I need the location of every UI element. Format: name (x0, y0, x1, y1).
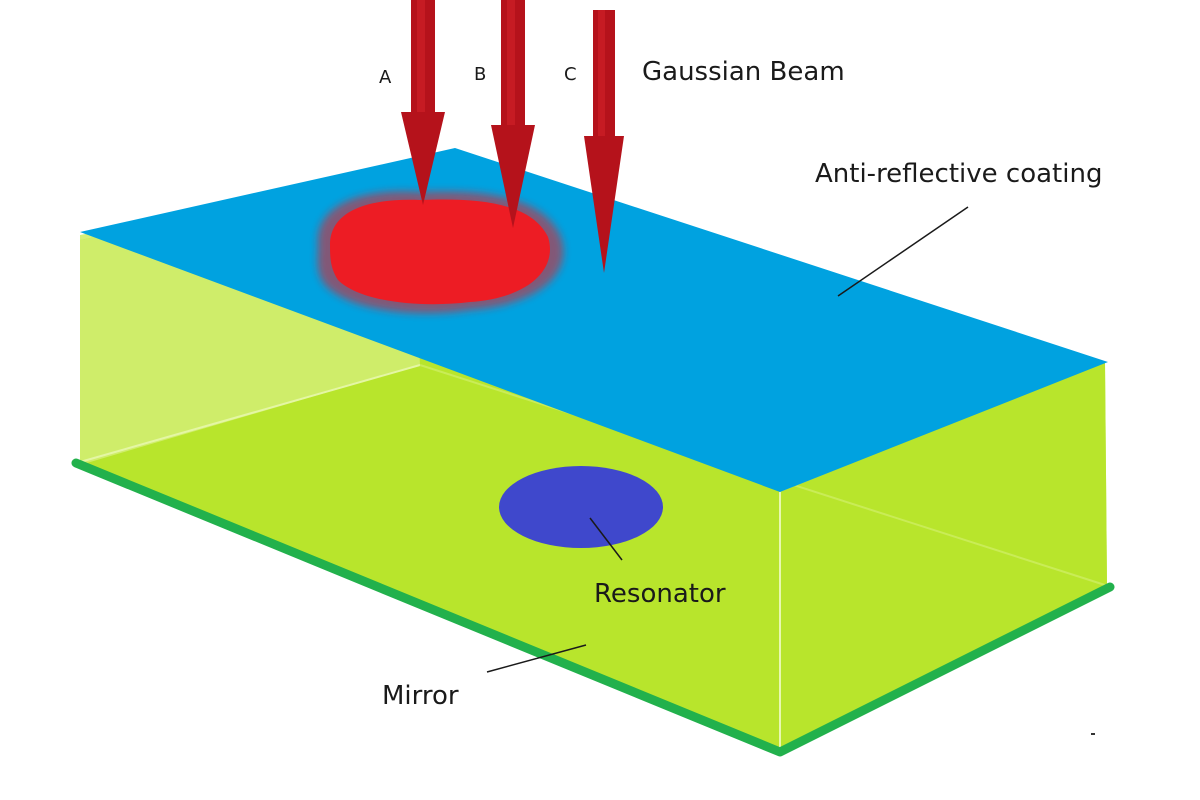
beam-label: Gaussian Beam (642, 57, 845, 87)
coating-pointer (837, 206, 969, 297)
resonator-label: Resonator (594, 579, 726, 609)
mirror-label: Mirror (382, 681, 459, 711)
resonator-icon (499, 466, 663, 548)
arrow-a-icon (401, 0, 445, 205)
mirror-edge (71, 458, 1115, 757)
stray-mark (1091, 733, 1095, 735)
beam-spot-icon (317, 191, 564, 314)
arrow-a-label: A (379, 67, 392, 88)
arrow-b-label: B (474, 64, 486, 85)
arrow-c-label: C (564, 64, 577, 85)
mirror-pointer (486, 644, 587, 673)
coating-label: Anti-reflective coating (815, 159, 1102, 189)
arrow-c-icon (584, 10, 624, 273)
resonator-pointer (589, 517, 623, 561)
arrow-b-icon (491, 0, 535, 228)
slab-inner-edge (79, 364, 421, 463)
